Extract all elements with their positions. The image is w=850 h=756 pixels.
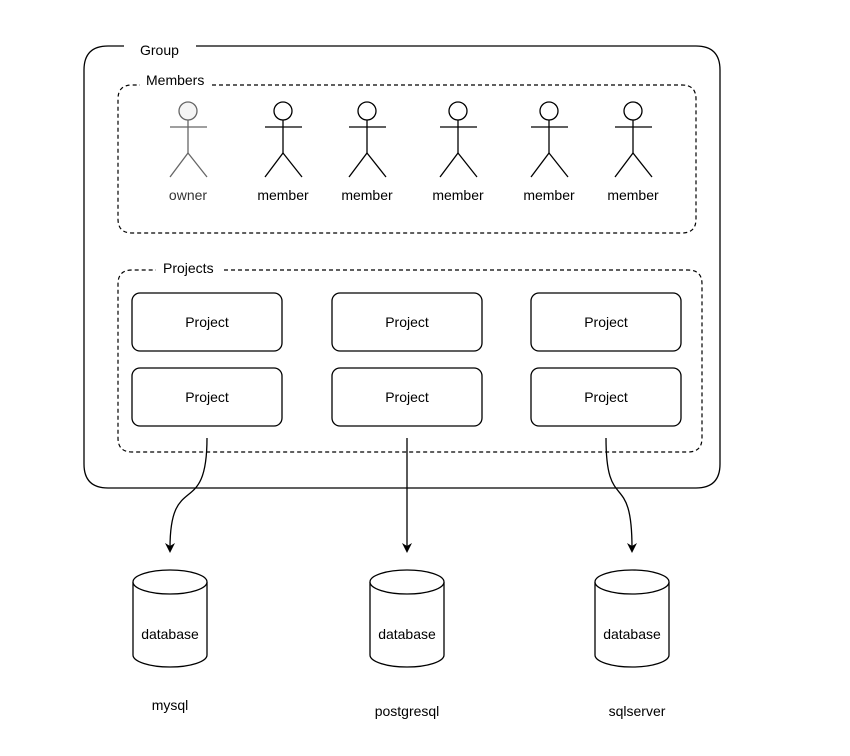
projects-label: Projects <box>163 260 214 276</box>
database-label: database <box>141 626 199 642</box>
member-actor-5[interactable] <box>614 101 653 178</box>
projects-container[interactable]: Projects Project Project Project Project… <box>117 260 703 453</box>
member-actor-1[interactable] <box>264 101 303 178</box>
connector-mysql <box>165 437 208 553</box>
member-label-4: member <box>523 187 575 203</box>
database-name-postgresql: postgresql <box>375 703 440 719</box>
project-box-1[interactable]: Project <box>131 292 283 352</box>
project-label: Project <box>385 389 429 405</box>
owner-head-icon <box>178 101 198 121</box>
members-label: Members <box>146 72 204 88</box>
project-box-6[interactable]: Project <box>530 367 682 427</box>
database-label: database <box>378 626 436 642</box>
members-container[interactable]: Members owner member member <box>117 72 697 234</box>
database-name-sqlserver: sqlserver <box>609 703 666 719</box>
member-head-icon <box>273 101 293 121</box>
project-label: Project <box>584 389 628 405</box>
member-actor-4[interactable] <box>530 101 569 178</box>
member-head-icon <box>448 101 468 121</box>
database-postgresql[interactable]: database <box>369 569 445 668</box>
project-box-4[interactable]: Project <box>131 367 283 427</box>
member-label-2: member <box>341 187 393 203</box>
project-label: Project <box>584 314 628 330</box>
member-label-5: member <box>607 187 659 203</box>
project-box-3[interactable]: Project <box>530 292 682 352</box>
group-label: Group <box>140 42 179 58</box>
owner-actor[interactable] <box>169 101 208 178</box>
database-label: database <box>603 626 661 642</box>
member-head-icon <box>357 101 377 121</box>
project-label: Project <box>185 389 229 405</box>
member-actor-2[interactable] <box>348 101 387 178</box>
database-sqlserver[interactable]: database <box>594 569 670 668</box>
owner-label: owner <box>169 187 207 203</box>
member-label-3: member <box>432 187 484 203</box>
connector-sqlserver <box>605 437 637 553</box>
member-head-icon <box>623 101 643 121</box>
database-cylinder-icon <box>594 582 670 668</box>
group-container[interactable]: Group <box>83 42 721 489</box>
database-cylinder-icon <box>369 582 445 668</box>
member-head-icon <box>539 101 559 121</box>
project-box-2[interactable]: Project <box>331 292 483 352</box>
database-name-mysql: mysql <box>152 697 189 713</box>
project-label: Project <box>185 314 229 330</box>
database-mysql[interactable]: database <box>132 569 208 668</box>
database-cylinder-icon <box>132 582 208 668</box>
project-label: Project <box>385 314 429 330</box>
member-actor-3[interactable] <box>439 101 478 178</box>
member-label-1: member <box>257 187 309 203</box>
project-box-5[interactable]: Project <box>331 367 483 427</box>
